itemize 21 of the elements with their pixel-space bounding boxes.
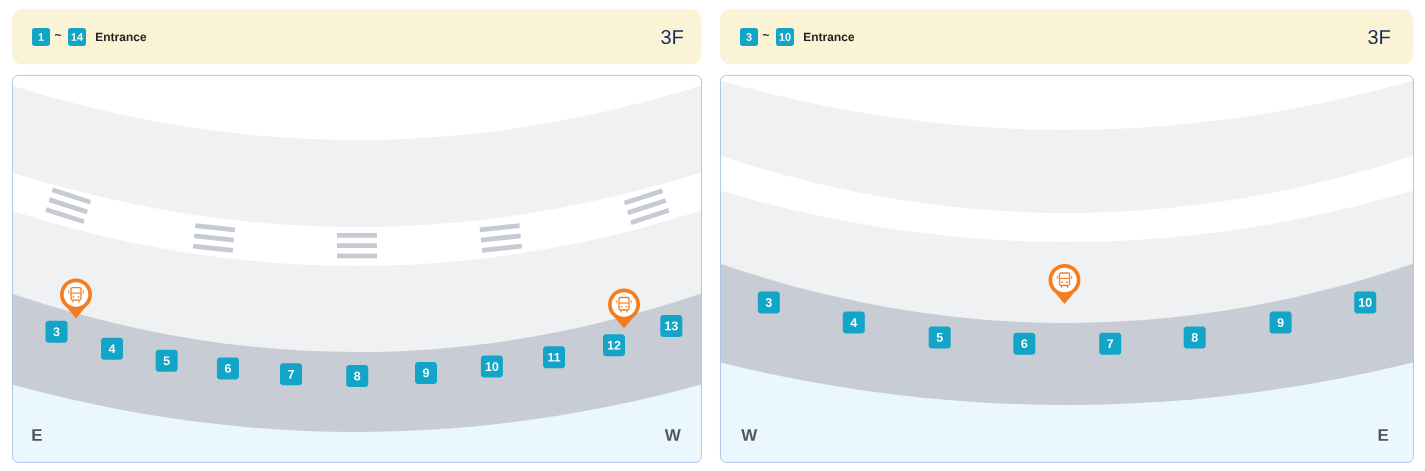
compass-letter: E	[1378, 429, 1389, 441]
entrance-label: Entrance	[804, 32, 855, 42]
number-badge: 12	[603, 334, 625, 357]
floor-label: 3F	[1368, 29, 1390, 45]
compass-letter: W	[664, 429, 681, 441]
number-badge: 8	[346, 365, 369, 387]
number-badge: 4	[101, 337, 123, 360]
floor-label: 3F	[661, 29, 683, 45]
compass-letter: E	[32, 429, 42, 441]
number-badge: 11	[543, 346, 565, 369]
number-badge: 10	[776, 28, 794, 46]
number-badge: 10	[1354, 291, 1377, 314]
entrance-label: Entrance	[96, 32, 147, 42]
number-badge: 14	[68, 28, 86, 46]
number-badge: 3	[740, 28, 758, 46]
number-badge: 9	[415, 361, 437, 384]
range-separator: ~	[55, 34, 62, 36]
number-badge: 1	[32, 28, 50, 46]
number-badge: 7	[280, 363, 302, 386]
range-separator: ~	[762, 34, 770, 36]
compass-letter: W	[741, 429, 758, 441]
